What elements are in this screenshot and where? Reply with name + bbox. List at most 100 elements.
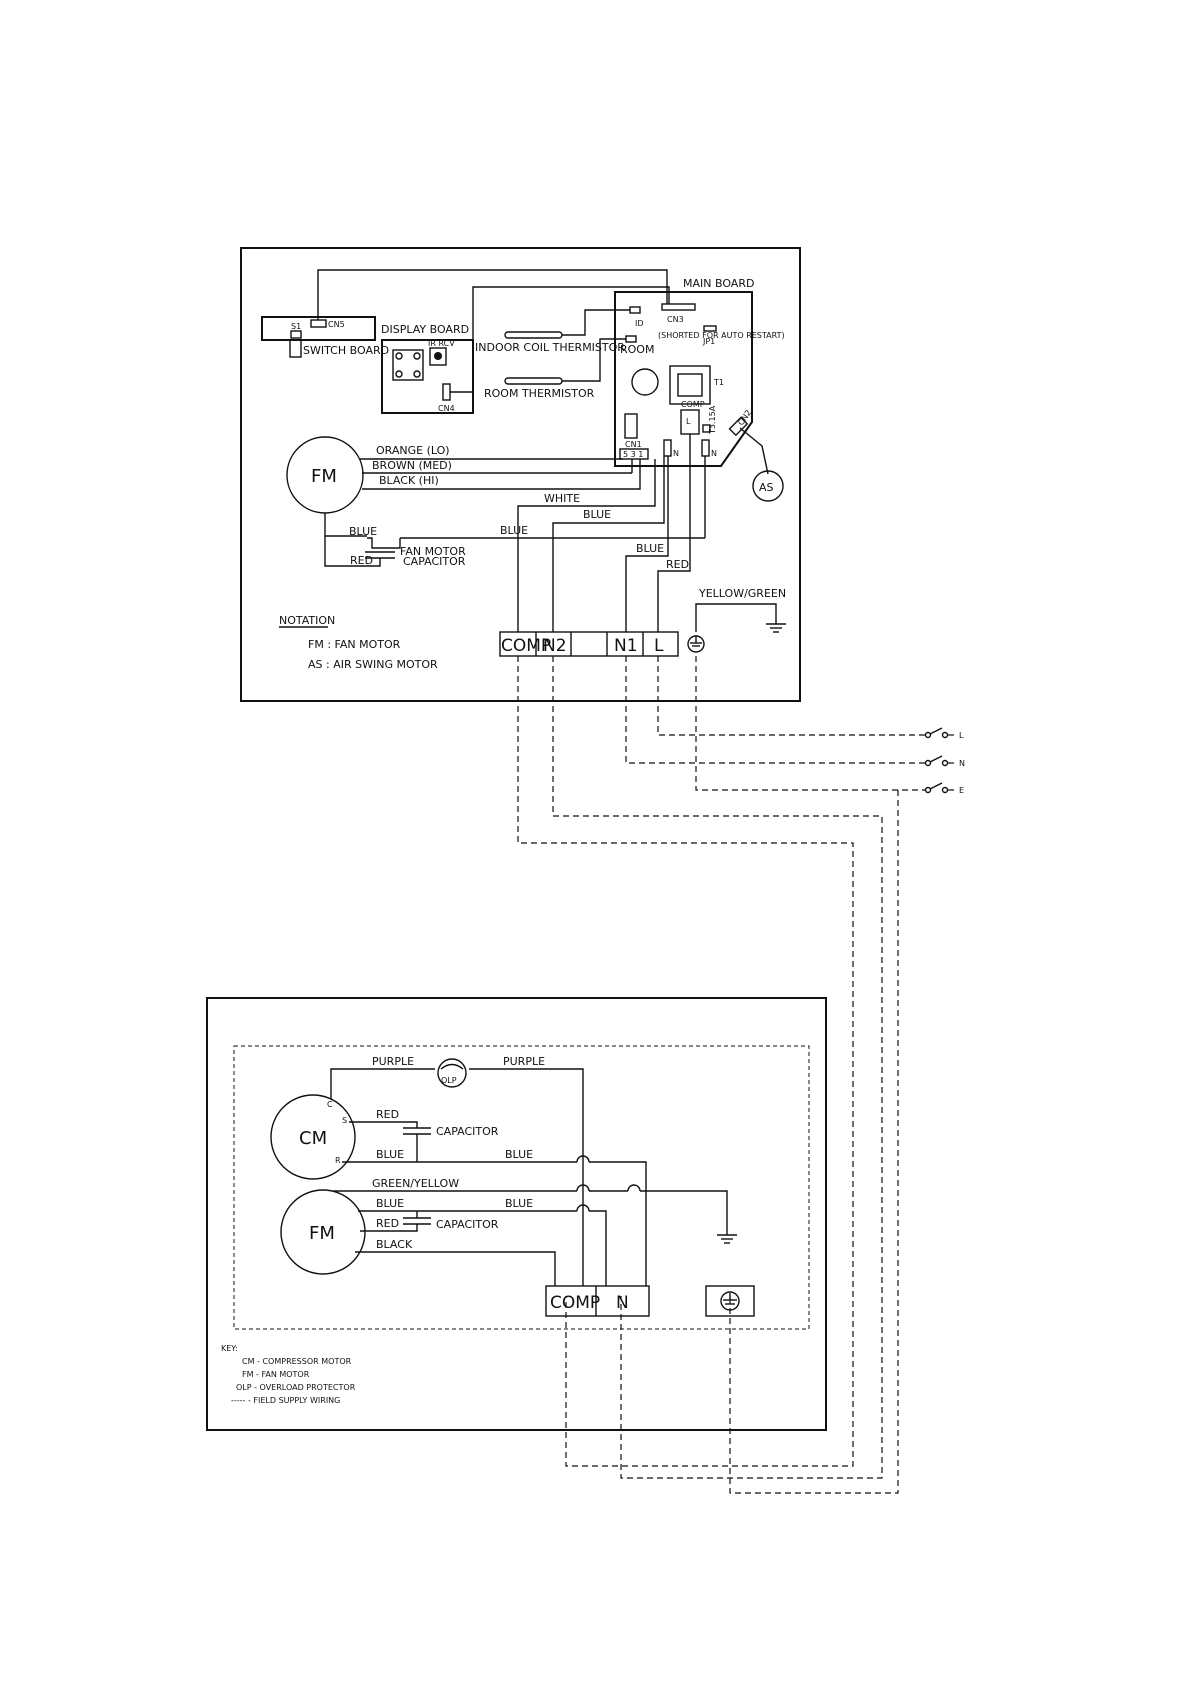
capacitor-small: [624, 413, 638, 439]
field-wire-n2-to-outdoor-n: [552, 656, 883, 1479]
yellow-green-label: YELLOW/GREEN: [698, 587, 786, 600]
switch-l-contact-2: [941, 731, 949, 739]
switch-s1: [290, 330, 302, 339]
air-swing-motor: [752, 470, 784, 502]
indoor-terminal-comp: COMP: [501, 636, 551, 656]
room-thermistor: [504, 377, 563, 385]
cn1-pins: 5 3 1: [623, 450, 643, 459]
room-thermistor-label: ROOM THERMISTOR: [484, 387, 595, 400]
wire-yellow-green: [695, 603, 777, 632]
red-label-fm: RED: [376, 1217, 399, 1230]
red-label-fm: RED: [350, 554, 373, 567]
crossover-1: [576, 1155, 590, 1163]
outdoor-ground-terminal: [705, 1285, 755, 1317]
key-cm: CM - COMPRESSOR MOTOR: [242, 1357, 352, 1366]
wire-purple-c: [330, 1068, 435, 1099]
switch-e-blade: [929, 782, 943, 790]
ir-receiver: [429, 347, 447, 366]
pin-n-left: [663, 439, 672, 457]
jp1-jumper: [703, 325, 717, 332]
ir-receiver-eye: [434, 352, 442, 360]
outdoor-terminal-block: [545, 1285, 650, 1317]
jp1-label: JP1: [702, 337, 715, 346]
led-2: [413, 352, 421, 360]
red-label-cm: RED: [376, 1108, 399, 1121]
transformer-core: [677, 373, 703, 397]
t1-label: T1: [713, 378, 724, 387]
olp-contact: [440, 1063, 464, 1070]
main-board-outline: [614, 291, 753, 467]
indoor-terminal-l: L: [654, 636, 664, 656]
crossover-4: [576, 1204, 590, 1212]
key-fm: FM - FAN MOTOR: [242, 1370, 310, 1379]
overload-protector: [437, 1058, 467, 1088]
cn1-connector: [619, 448, 649, 460]
led-3: [395, 370, 403, 378]
wire-purple-comp: [469, 1068, 584, 1286]
purple-label-2: PURPLE: [503, 1055, 545, 1068]
field-supply-wiring: L N E: [517, 656, 965, 1494]
brown-label: BROWN (MED): [372, 459, 452, 472]
cn1-label: CN1: [625, 440, 642, 449]
red-label-l: RED: [666, 558, 689, 571]
outdoor-fan-motor-label: FM: [309, 1223, 335, 1244]
indoor-terminal-n2: N2: [543, 636, 567, 656]
main-board-label: MAIN BOARD: [683, 277, 754, 290]
blue-label-fm: BLUE: [349, 525, 377, 538]
field-wire-l: [657, 656, 925, 736]
outdoor-ground-terminal-symbol: [720, 1291, 740, 1311]
blue-label-cm-2: BLUE: [505, 1148, 533, 1161]
capacitor-label-fm: CAPACITOR: [436, 1218, 499, 1231]
wire-coil-thermistor: [562, 309, 630, 336]
switch-board-label: SWITCH BOARD: [303, 344, 389, 357]
cn3-connector: [661, 303, 696, 311]
crossover-3: [627, 1184, 641, 1192]
notation-title: NOTATION: [279, 614, 335, 627]
field-wire-n: [625, 656, 925, 764]
switch-n-blade: [929, 755, 943, 763]
switch-e-contact-2: [941, 786, 949, 794]
indoor-unit: MAIN BOARD CN3 S1 CN5 SWITCH BOARD DISPL…: [240, 247, 801, 702]
wire-blue-n2: [552, 456, 665, 632]
blue-label-n2: BLUE: [583, 508, 611, 521]
black-label-fm: BLACK: [376, 1238, 413, 1251]
wire-room-thermistor: [562, 338, 626, 382]
capacitor-link: [367, 537, 401, 549]
comp-relay-label: COMP: [681, 400, 705, 409]
notation-fm: FM : FAN MOTOR: [308, 638, 401, 651]
switch-l-blade: [929, 727, 943, 735]
switch-e-contact-1: [924, 786, 932, 794]
cn4-label: CN4: [438, 404, 455, 413]
led-block: [392, 349, 424, 381]
wire-red-l: [657, 434, 691, 632]
blue-label-n1: BLUE: [636, 542, 664, 555]
orange-label: ORANGE (LO): [376, 444, 450, 457]
blue-label-main: BLUE: [500, 524, 528, 537]
outdoor-unit: CM C S R PURPLE OLP PURPLE RED CAPACITOR…: [206, 997, 827, 1431]
olp-label: OLP: [441, 1076, 457, 1085]
switch-l-contact-1: [924, 731, 932, 739]
fuse-label: T3.15A: [708, 405, 717, 435]
indoor-terminal-block: [499, 631, 679, 657]
supply-l-label: L: [959, 731, 964, 740]
wire-blue-fm-n: [589, 1210, 607, 1286]
ir-rcv-label: IR RCV: [428, 339, 455, 348]
blue-label-cm-1: BLUE: [376, 1148, 404, 1161]
key-olp: OLP - OVERLOAD PROTECTOR: [236, 1383, 356, 1392]
air-swing-motor-label: AS: [759, 481, 774, 494]
field-wire-e: [695, 656, 925, 791]
switch-knob: [289, 339, 302, 358]
switch-n-contact-1: [924, 759, 932, 767]
led-1: [395, 352, 403, 360]
indoor-terminal-n1: N1: [614, 636, 638, 656]
led-4: [413, 370, 421, 378]
switch-n-contact-2: [941, 759, 949, 767]
supply-e-label: E: [959, 786, 964, 795]
cn5-connector: [310, 319, 327, 328]
fan-motor-cap-label-2: CAPACITOR: [403, 555, 466, 568]
outdoor-fan-motor: [280, 1189, 366, 1275]
crossover-2: [576, 1184, 590, 1192]
indoor-coil-thermistor-label: INDOOR COIL THERMISTOR: [475, 341, 625, 354]
outdoor-inner-frame: [233, 1045, 810, 1330]
